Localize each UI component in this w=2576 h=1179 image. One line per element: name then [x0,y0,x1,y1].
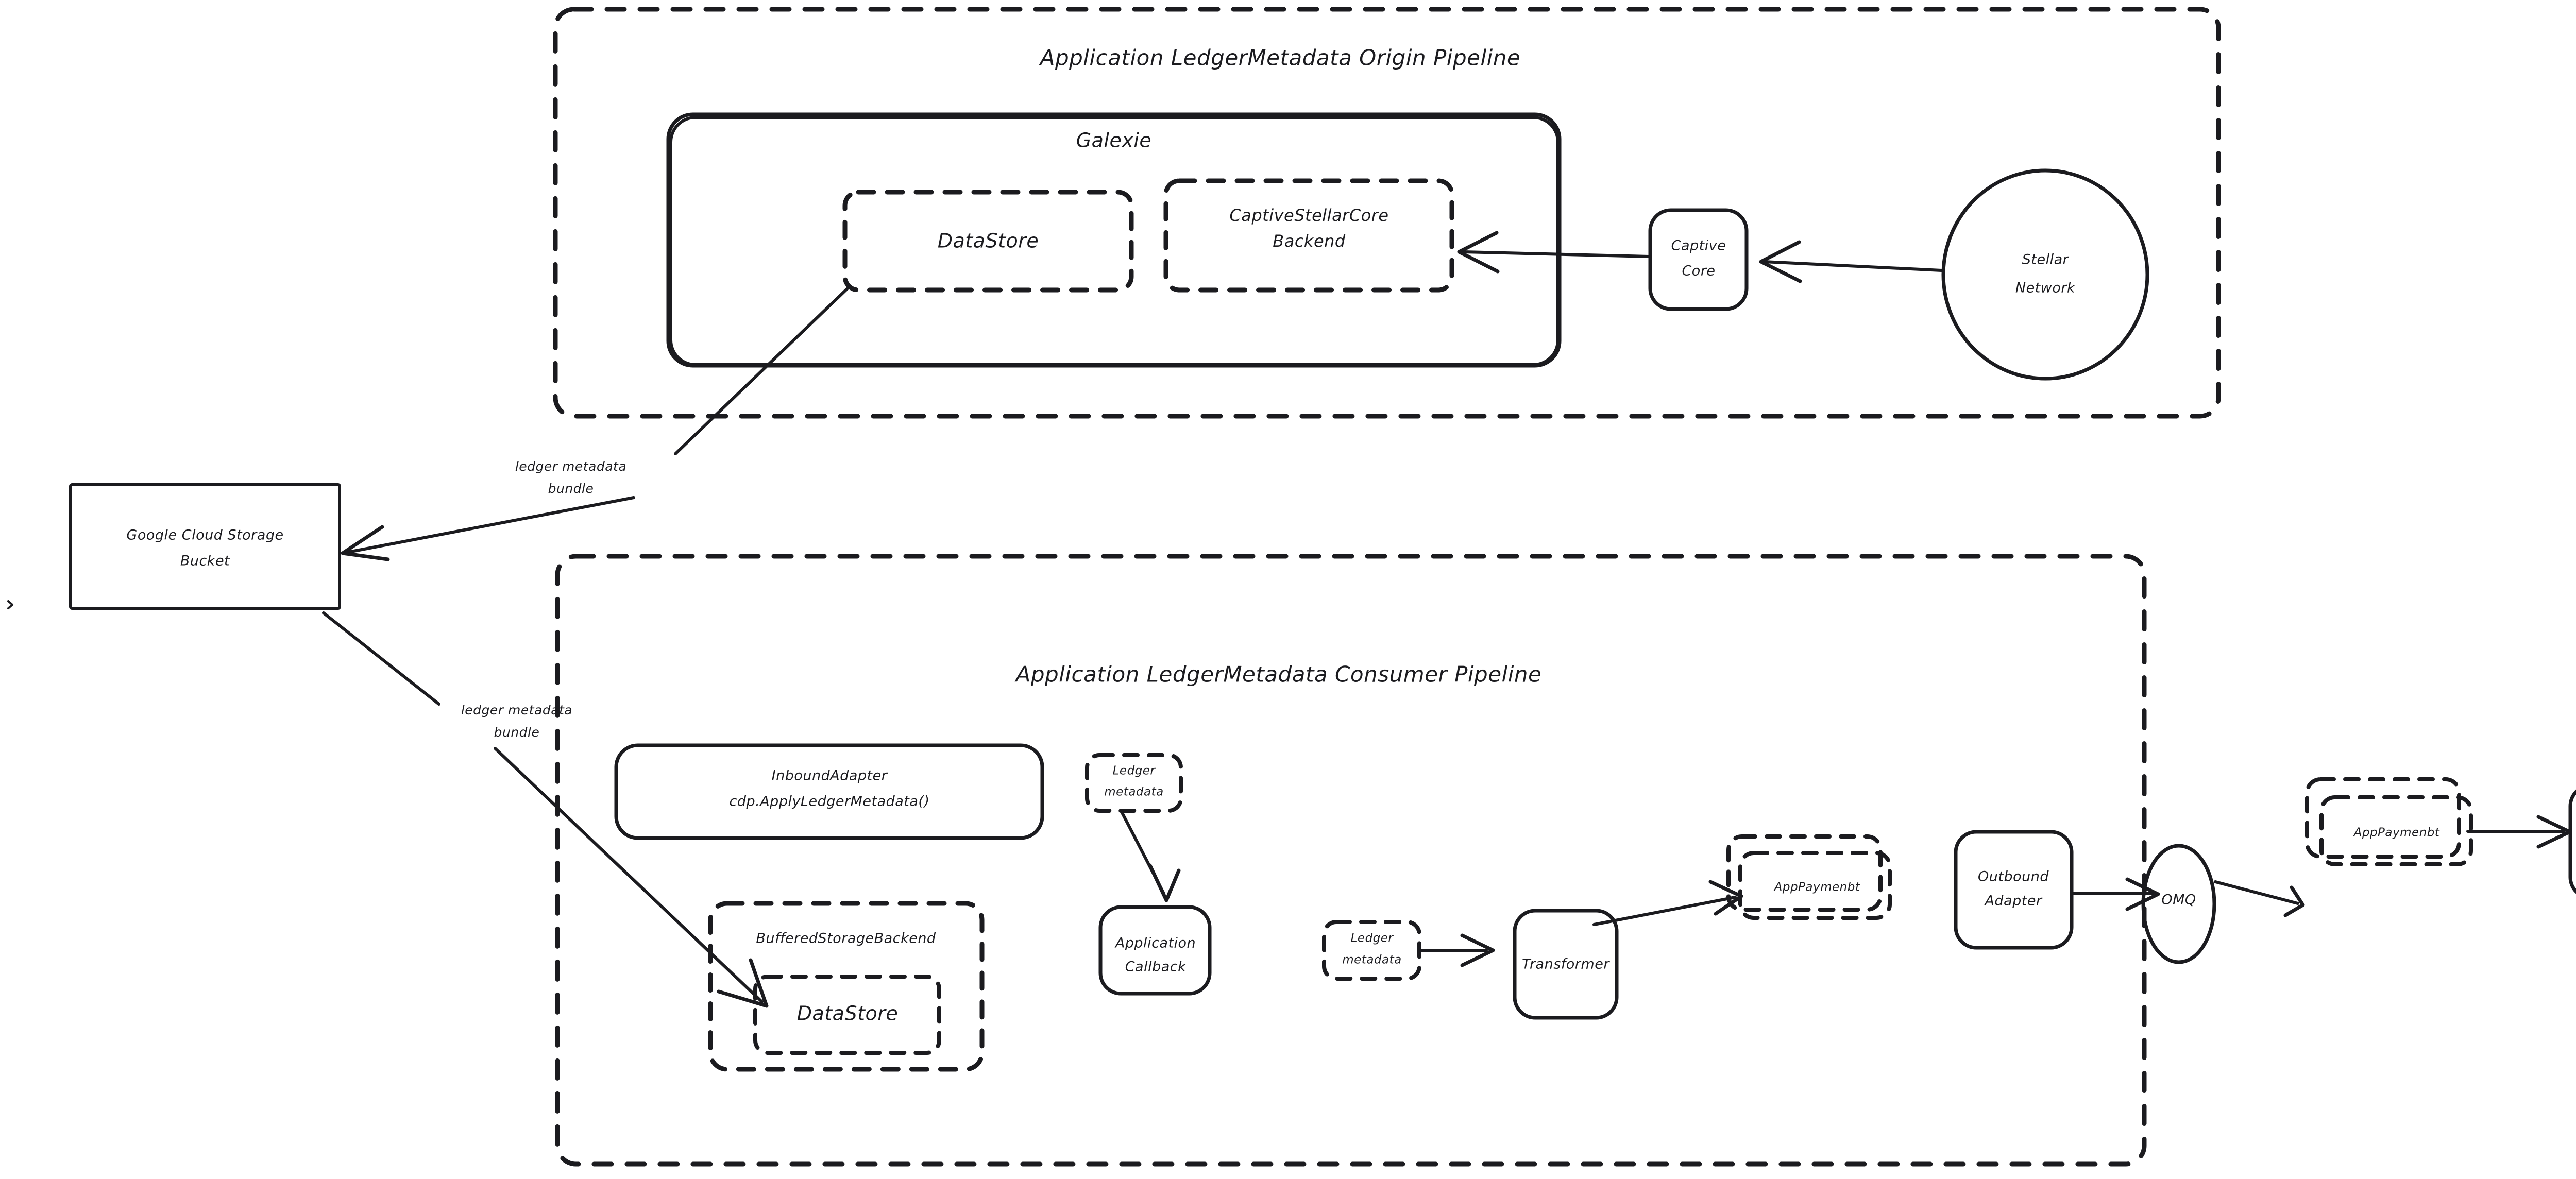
captive-core-label-line1: Captive [1671,238,1726,254]
outbound-adapter-node[interactable]: Outbound Adapter [1954,830,2074,950]
edge-origin-datastore-to-bucket: ledger metadata bundle [341,287,849,561]
ledger-metadata-2-box[interactable] [1322,920,1421,981]
application-callback-node[interactable]: Application Callback [1098,905,1212,996]
origin-pipeline-container: Application LedgerMetadata Origin Pipeli… [553,7,2221,419]
galexie-boundary-sketch [669,116,1560,366]
galexie-title: Galexie [1076,129,1152,152]
edge-app-payment-to-payment-service [2466,815,2572,849]
inbound-adapter-box[interactable] [614,743,1044,840]
payment-service-box[interactable] [2568,785,2576,898]
captive-core-node[interactable]: Captive Core [1648,208,1749,311]
origin-datastore-box[interactable] [842,190,1134,293]
ledger-metadata-2-label-line1: Ledger [1351,932,1394,945]
buffered-datastore-label: DataStore [797,1002,899,1025]
ledger-metadata-2-label-line2: metadata [1342,953,1401,967]
edge-ledger-metadata-1-to-application-callback [1121,811,1181,902]
consumer-pipeline-container: Application LedgerMetadata Consumer Pipe… [555,554,2147,1167]
outbound-adapter-label-line1: Outbound [1978,869,2049,885]
buffered-storage-backend-node[interactable]: BufferedStorageBackend DataStore [708,901,985,1072]
app-payment-node[interactable]: AppPaymenbt [2305,777,2473,866]
transformer-box[interactable] [1513,909,1619,1020]
stellar-network-label-line1: Stellar [2022,252,2070,268]
inbound-adapter-node[interactable]: InboundAdapter cdp.ApplyLedgerMetadata() [614,743,1044,840]
edge-label-bundle-lower-line2: bundle [494,725,540,740]
captive-stellar-core-backend-label-line1: CaptiveStellarCore [1229,206,1388,225]
ledger-metadata-1-label-line2: metadata [1104,785,1163,799]
app-payment-inner-label: AppPaymenbt [1773,881,1860,894]
app-payment-inner-node[interactable]: AppPaymenbt [1726,834,1892,920]
captive-core-box[interactable] [1648,208,1749,311]
ledger-metadata-1-box[interactable] [1085,753,1183,813]
edge-inbound-adapter-to-buffered-backend [837,839,854,902]
consumer-pipeline-title: Application LedgerMetadata Consumer Pipe… [1014,662,1542,687]
omq-ellipse[interactable] [2141,844,2216,964]
application-callback-box[interactable] [1098,905,1212,996]
app-payment-inner-box-outer[interactable] [1726,834,1883,912]
omq-node[interactable]: OMQ [2141,844,2216,964]
omq-label: OMQ [2161,892,2196,908]
edge-transformer-to-app-payment-inner [1592,880,1743,926]
gcs-bucket-label-line1: Google Cloud Storage [126,527,283,543]
inbound-adapter-label-line2: cdp.ApplyLedgerMetadata() [730,794,930,810]
consumer-pipeline-boundary [555,554,2147,1167]
edge-label-bundle-lower-line1: ledger metadata [461,703,572,717]
buffered-storage-backend-box[interactable] [708,901,985,1072]
application-callback-label-line2: Callback [1125,959,1187,975]
edge-stellar-to-captive-core [1759,240,1943,283]
gcs-bucket-box[interactable] [69,483,341,610]
origin-pipeline-title: Application LedgerMetadata Origin Pipeli… [1039,45,1521,71]
google-cloud-storage-bucket-node[interactable]: Google Cloud Storage Bucket [69,483,341,610]
payment-service-node[interactable]: PaymentService [python] [2568,785,2576,898]
ledger-metadata-1-node[interactable]: Ledger metadata [1085,753,1183,813]
origin-datastore-node[interactable]: DataStore [842,190,1134,293]
outbound-adapter-box[interactable] [1954,830,2074,950]
gcs-bucket-label-line2: Bucket [180,553,230,569]
edge-captive-core-to-backend [1457,231,1650,274]
ledger-metadata-1-label-line1: Ledger [1113,764,1156,778]
edge-application-callback-to-ledger-metadata-2 [1211,949,1322,950]
inbound-adapter-label-line1: InboundAdapter [772,768,888,784]
stellar-network-ellipse[interactable] [1941,168,2149,381]
galexie-boundary[interactable] [666,112,1562,368]
edge-ledger-metadata-2-to-transformer [1419,933,1495,967]
captive-core-label-line2: Core [1682,263,1715,279]
captive-stellar-core-backend-node[interactable]: CaptiveStellarCore Backend [1163,178,1454,293]
edge-omq-to-app-payment [2214,880,2305,917]
edge-outbound-adapter-to-omq [2070,877,2160,911]
transformer-label: Transformer [1522,956,1610,972]
galexie-group[interactable]: Galexie [666,112,1562,368]
origin-datastore-label: DataStore [938,230,1039,252]
transformer-node[interactable]: Transformer [1513,909,1619,1020]
edge-bucket-to-buffered-datastore: ledger metadata bundle [322,611,769,1008]
outbound-adapter-label-line2: Adapter [1984,893,2042,909]
captive-stellar-core-backend-box[interactable] [1163,178,1454,293]
edge-inbound-adapter-to-ledger-metadata-1 [1042,781,1085,795]
captive-stellar-core-backend-label-line2: Backend [1273,231,1346,251]
app-payment-box-outer[interactable] [2305,777,2461,859]
app-payment-inner-box-sketch [1738,851,1892,920]
stellar-network-node[interactable]: Stellar Network [1941,168,2149,381]
app-payment-label: AppPaymenbt [2353,826,2440,840]
buffered-datastore-box[interactable] [753,975,941,1055]
origin-pipeline-boundary [553,7,2221,419]
application-callback-label-line1: Application [1114,935,1196,951]
stellar-network-label-line2: Network [2015,280,2076,296]
stray-arrow-icon [7,600,13,609]
edge-label-bundle-upper-line1: ledger metadata [515,459,626,474]
edge-label-bundle-upper-line2: bundle [548,481,594,496]
ledger-metadata-2-node[interactable]: Ledger metadata [1322,920,1421,981]
buffered-storage-backend-label: BufferedStorageBackend [756,931,936,947]
